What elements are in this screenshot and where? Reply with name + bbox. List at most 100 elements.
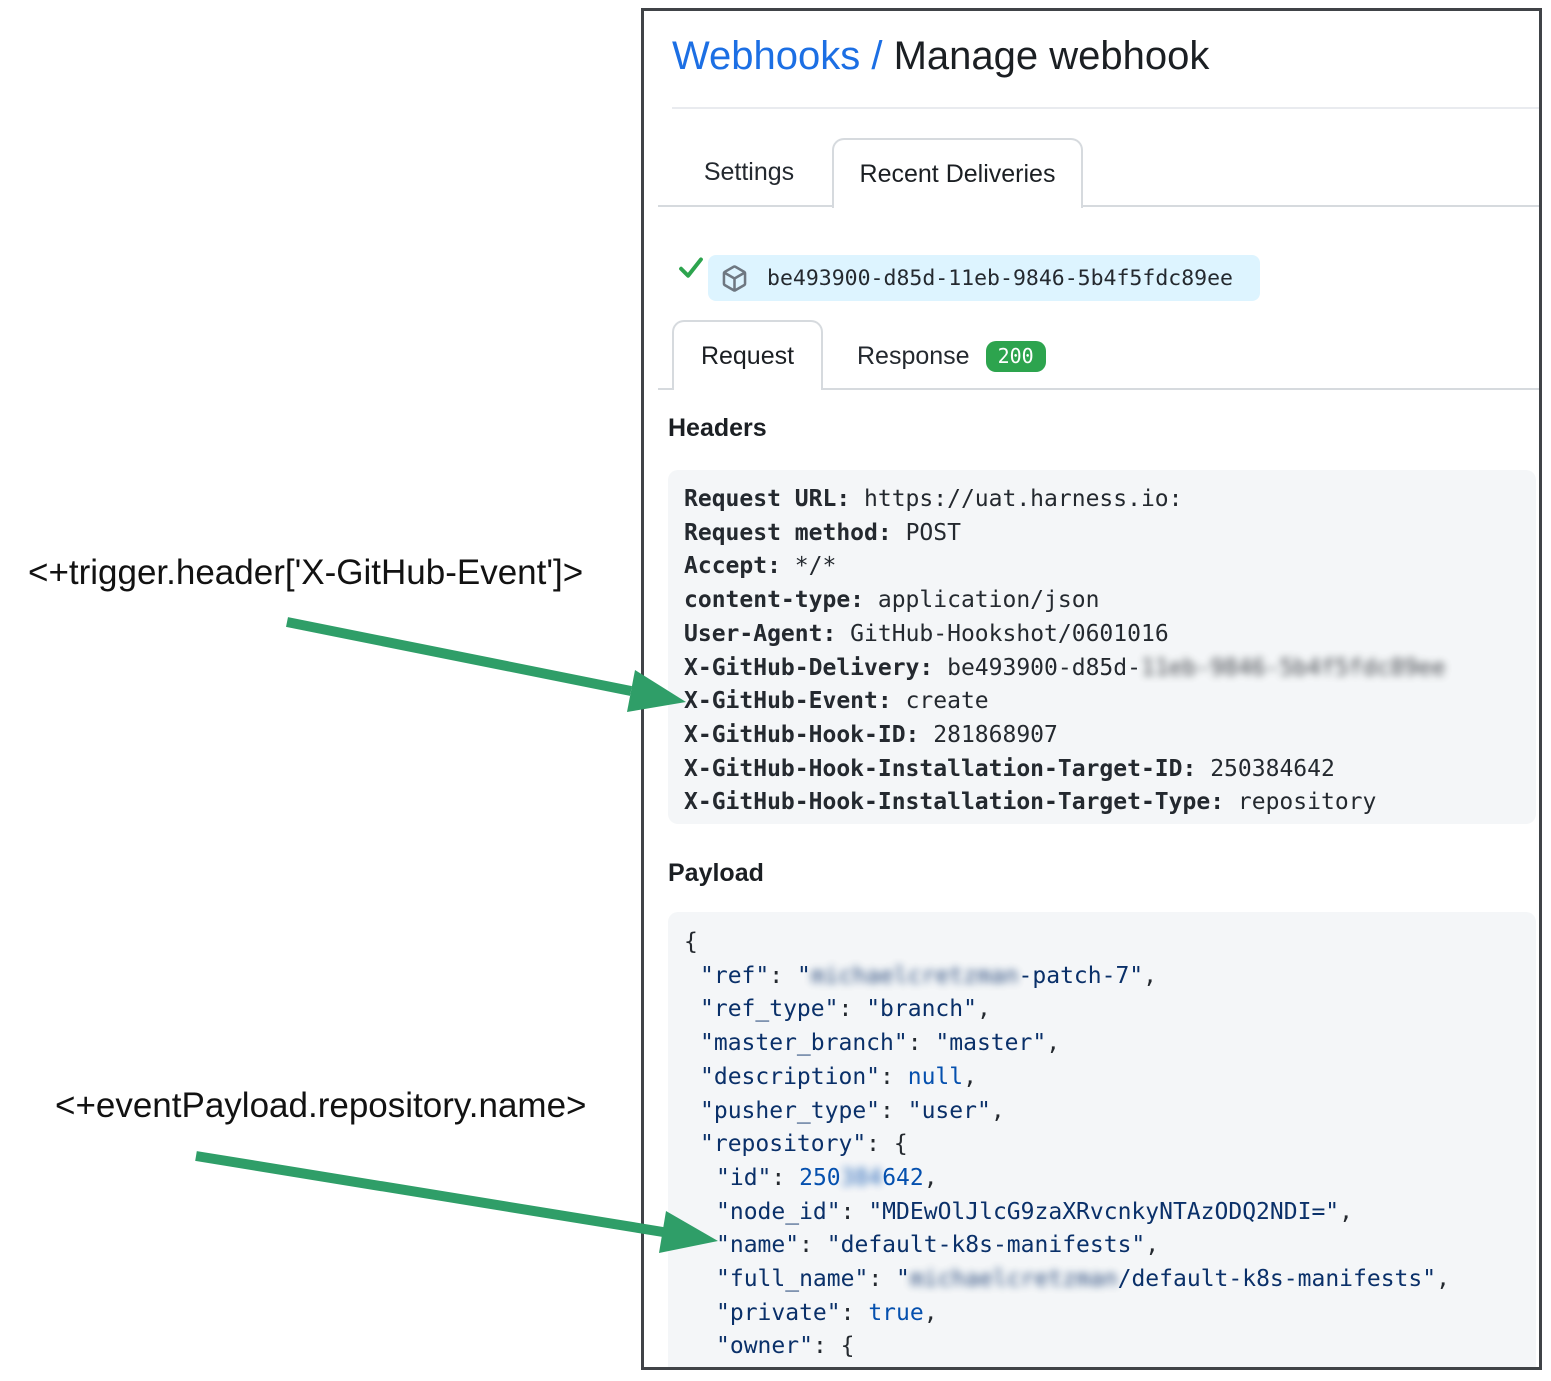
page-title-text: Manage webhook bbox=[893, 34, 1210, 78]
code-token: , bbox=[1145, 1232, 1160, 1259]
headers-heading: Headers bbox=[668, 414, 767, 442]
payload-line: "description": null, bbox=[684, 1061, 1520, 1095]
code-token: Accept: bbox=[684, 553, 781, 580]
payload-codebox: { "ref": "michaelcretzman-patch-7","ref_t… bbox=[668, 912, 1536, 1367]
tab-settings-label: Settings bbox=[703, 157, 795, 186]
code-token: "default-k8s-manifests" bbox=[826, 1232, 1146, 1259]
payload-line: "node_id": "MDEwOlJlcG9zaXRvcnkyNTAzODQ2… bbox=[684, 1196, 1520, 1230]
payload-line: "repository": { bbox=[684, 1128, 1520, 1162]
code-token: X-GitHub-Hook-Installation-Target-Type: bbox=[684, 789, 1225, 816]
payload-line: "owner": { bbox=[684, 1330, 1520, 1364]
code-token: User-Agent: bbox=[684, 620, 837, 647]
code-token: "master_branch" bbox=[700, 1030, 908, 1057]
redacted-text: 11eb-9846-5b4f5fdc89ee bbox=[1140, 654, 1446, 681]
code-token: , bbox=[923, 1164, 938, 1191]
code-token: 642 bbox=[882, 1164, 924, 1191]
code-token: , bbox=[1339, 1198, 1353, 1225]
code-token: , bbox=[1436, 1266, 1450, 1293]
title-divider bbox=[672, 107, 1539, 109]
delivery-guid: be493900-d85d-11eb-9846-5b4f5fdc89ee bbox=[767, 265, 1233, 291]
payload-heading: Payload bbox=[668, 859, 764, 887]
code-token: https://uat.harness.io: bbox=[850, 486, 1183, 512]
header-row: X-GitHub-Delivery: be493900-d85d-11eb-98… bbox=[684, 652, 1520, 686]
code-token: X-GitHub-Hook-Installation-Target-ID: bbox=[684, 755, 1197, 782]
code-token: { bbox=[684, 929, 698, 955]
code-token: /default-k8s-manifests" bbox=[1117, 1266, 1437, 1293]
code-token: : bbox=[799, 1232, 827, 1259]
code-token: "pusher_type" bbox=[700, 1097, 881, 1124]
package-icon bbox=[722, 264, 747, 292]
header-row: Request URL: https://uat.harness.io: bbox=[684, 483, 1520, 517]
annotation-trigger-header-expression: <+trigger.header['X-GitHub-Event']> bbox=[28, 553, 584, 592]
annotation-event-payload-expression: <+eventPayload.repository.name> bbox=[55, 1086, 587, 1125]
code-token: : bbox=[880, 1063, 908, 1090]
code-token: , bbox=[990, 1097, 1005, 1124]
code-token: application/json bbox=[864, 587, 1100, 614]
code-token: content-type: bbox=[684, 587, 865, 614]
redacted-text: michaelcretzman bbox=[810, 962, 1019, 989]
code-token: X-GitHub-Hook-ID: bbox=[684, 721, 920, 748]
header-row: Accept: */* bbox=[684, 550, 1520, 584]
code-token: , bbox=[963, 1063, 977, 1090]
code-token: : bbox=[769, 962, 797, 989]
code-token: : bbox=[880, 1097, 908, 1124]
code-token: X-GitHub-Event: bbox=[684, 688, 892, 715]
payload-line: "master_branch": "master", bbox=[684, 1027, 1520, 1061]
payload-line: "private": true, bbox=[684, 1297, 1520, 1331]
headers-codebox: Request URL: https://uat.harness.io:Requ… bbox=[668, 470, 1536, 824]
code-token: " bbox=[796, 962, 811, 989]
code-token: "ref" bbox=[700, 962, 770, 989]
code-token: Request method: bbox=[684, 519, 892, 546]
code-token: "master" bbox=[935, 1030, 1047, 1057]
code-token: : bbox=[771, 1164, 800, 1191]
code-token: be493900-d85d- bbox=[933, 654, 1141, 681]
code-token: , bbox=[1046, 1030, 1061, 1057]
tab-settings[interactable]: Settings bbox=[684, 141, 814, 203]
code-token: , bbox=[1143, 962, 1158, 989]
breadcrumb-separator: / bbox=[860, 34, 894, 78]
code-token: 250 bbox=[799, 1164, 841, 1191]
webhooks-breadcrumb-link[interactable]: Webhooks bbox=[672, 34, 861, 78]
tab-response-label: Response bbox=[857, 341, 970, 370]
payload-line: "pusher_type": "user", bbox=[684, 1095, 1520, 1129]
code-token: Request URL: bbox=[684, 486, 851, 512]
payload-line: "name": "default-k8s-manifests", bbox=[684, 1229, 1520, 1263]
arrow-to-repository-name bbox=[195, 1151, 718, 1253]
redacted-text: 384 bbox=[840, 1164, 883, 1191]
code-token: null bbox=[907, 1063, 964, 1090]
manage-webhook-panel: Webhooks / Manage webhook Settings Recen… bbox=[641, 8, 1542, 1370]
code-token: "branch" bbox=[866, 996, 977, 1023]
code-token: "name" bbox=[716, 1232, 800, 1259]
code-token: : bbox=[907, 1030, 936, 1057]
page-title: Webhooks / Manage webhook bbox=[672, 31, 1209, 81]
tab-recent-deliveries[interactable]: Recent Deliveries bbox=[832, 138, 1083, 208]
code-token: "private" bbox=[716, 1299, 841, 1326]
code-token: "full_name" bbox=[716, 1266, 869, 1293]
payload-line: { bbox=[684, 926, 1520, 960]
delivery-guid-pill[interactable]: be493900-d85d-11eb-9846-5b4f5fdc89ee bbox=[708, 255, 1260, 301]
code-token: { bbox=[840, 1333, 855, 1360]
header-row: X-GitHub-Hook-Installation-Target-ID: 25… bbox=[684, 753, 1520, 787]
code-token: GitHub-Hookshot/0601016 bbox=[836, 620, 1169, 647]
tab-request-label: Request bbox=[700, 341, 795, 370]
tab-recent-deliveries-label: Recent Deliveries bbox=[859, 159, 1056, 188]
payload-line: "ref_type": "branch", bbox=[684, 993, 1520, 1027]
header-row: content-type: application/json bbox=[684, 584, 1520, 618]
tab-response[interactable]: Response 200 bbox=[857, 326, 1046, 386]
code-token: "id" bbox=[716, 1164, 772, 1191]
code-token: : bbox=[840, 1198, 869, 1225]
code-token: create bbox=[891, 688, 989, 715]
arrow-to-x-github-event bbox=[286, 617, 686, 712]
code-token: "ref_type" bbox=[700, 996, 839, 1023]
code-token: "user" bbox=[907, 1097, 991, 1124]
payload-line: "full_name": "michaelcretzman/default-k8… bbox=[684, 1263, 1520, 1297]
code-token: "description" bbox=[700, 1063, 881, 1090]
code-token: , bbox=[923, 1299, 938, 1326]
header-row: X-GitHub-Event: create bbox=[684, 685, 1520, 719]
code-token: { bbox=[893, 1131, 908, 1158]
tab-request[interactable]: Request bbox=[672, 320, 823, 390]
response-status-badge: 200 bbox=[985, 340, 1046, 372]
code-token: POST bbox=[891, 519, 961, 546]
payload-line: "ref": "michaelcretzman-patch-7", bbox=[684, 960, 1520, 994]
tabnav-divider bbox=[658, 205, 1539, 207]
